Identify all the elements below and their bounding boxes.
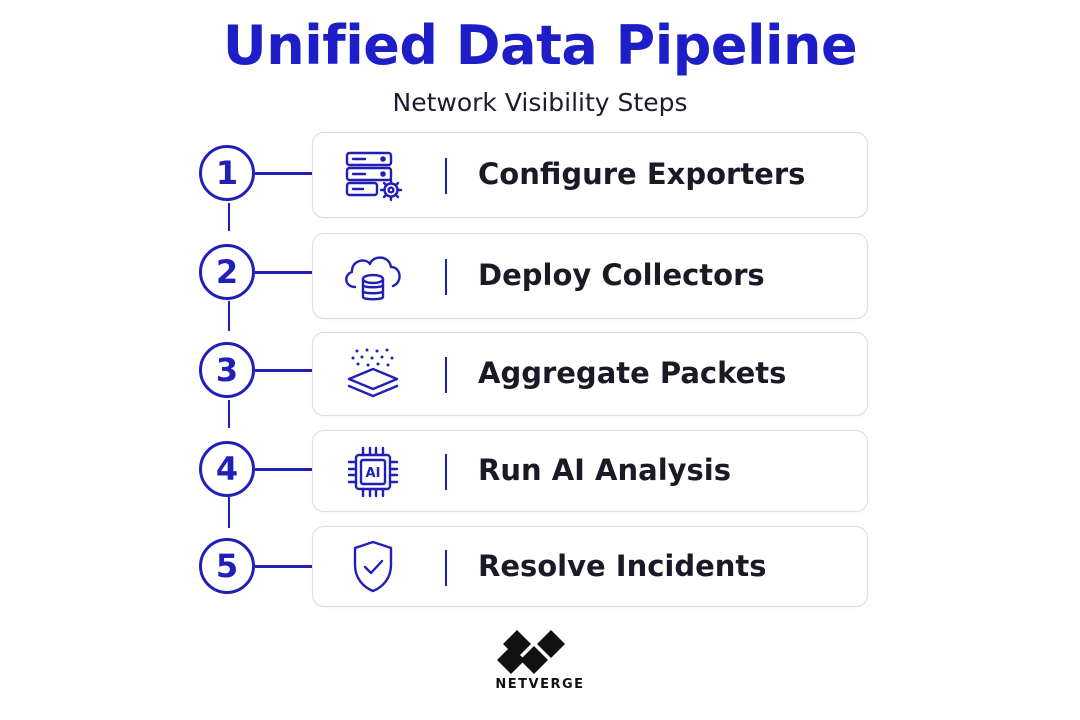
step-divider: [445, 259, 447, 295]
step-link-line: [255, 271, 312, 274]
page-subtitle: Network Visibility Steps: [392, 88, 688, 117]
step-number-2: 2: [199, 244, 255, 300]
connector-line: [228, 497, 230, 528]
step-card-aggregate-packets: Aggregate Packets: [312, 332, 868, 416]
netverge-logo: [497, 630, 565, 674]
connector-line: [228, 301, 230, 331]
connector-line: [228, 400, 230, 428]
step-link-line: [255, 468, 312, 471]
step-label: Configure Exporters: [478, 157, 806, 191]
server-gear-icon: [339, 148, 407, 204]
step-label: Deploy Collectors: [478, 258, 765, 292]
page-title: Unified Data Pipeline: [222, 14, 858, 77]
step-card-deploy-collectors: Deploy Collectors: [312, 233, 868, 319]
svg-text:AI: AI: [366, 466, 381, 481]
step-number-5: 5: [199, 538, 255, 594]
step-number-3: 3: [199, 342, 255, 398]
cloud-database-icon: [339, 249, 407, 305]
layers-icon: [339, 347, 407, 403]
shield-check-icon: [339, 539, 407, 595]
step-label: Resolve Incidents: [478, 549, 767, 583]
step-number-1: 1: [199, 145, 255, 201]
step-link-line: [255, 565, 312, 568]
step-divider: [445, 158, 447, 194]
step-divider: [445, 357, 447, 393]
step-label: Run AI Analysis: [478, 453, 732, 487]
step-card-resolve-incidents: Resolve Incidents: [312, 526, 868, 607]
step-link-line: [255, 172, 312, 175]
brand-name: NETVERGE: [495, 677, 585, 692]
ai-chip-icon: AI: [339, 444, 407, 500]
step-link-line: [255, 369, 312, 372]
step-card-configure-exporters: Configure Exporters: [312, 132, 868, 218]
step-label: Aggregate Packets: [478, 356, 787, 390]
step-number-4: 4: [199, 441, 255, 497]
step-card-run-ai-analysis: AI Run AI Analysis: [312, 430, 868, 512]
step-divider: [445, 454, 447, 490]
step-divider: [445, 550, 447, 586]
connector-line: [228, 203, 230, 231]
